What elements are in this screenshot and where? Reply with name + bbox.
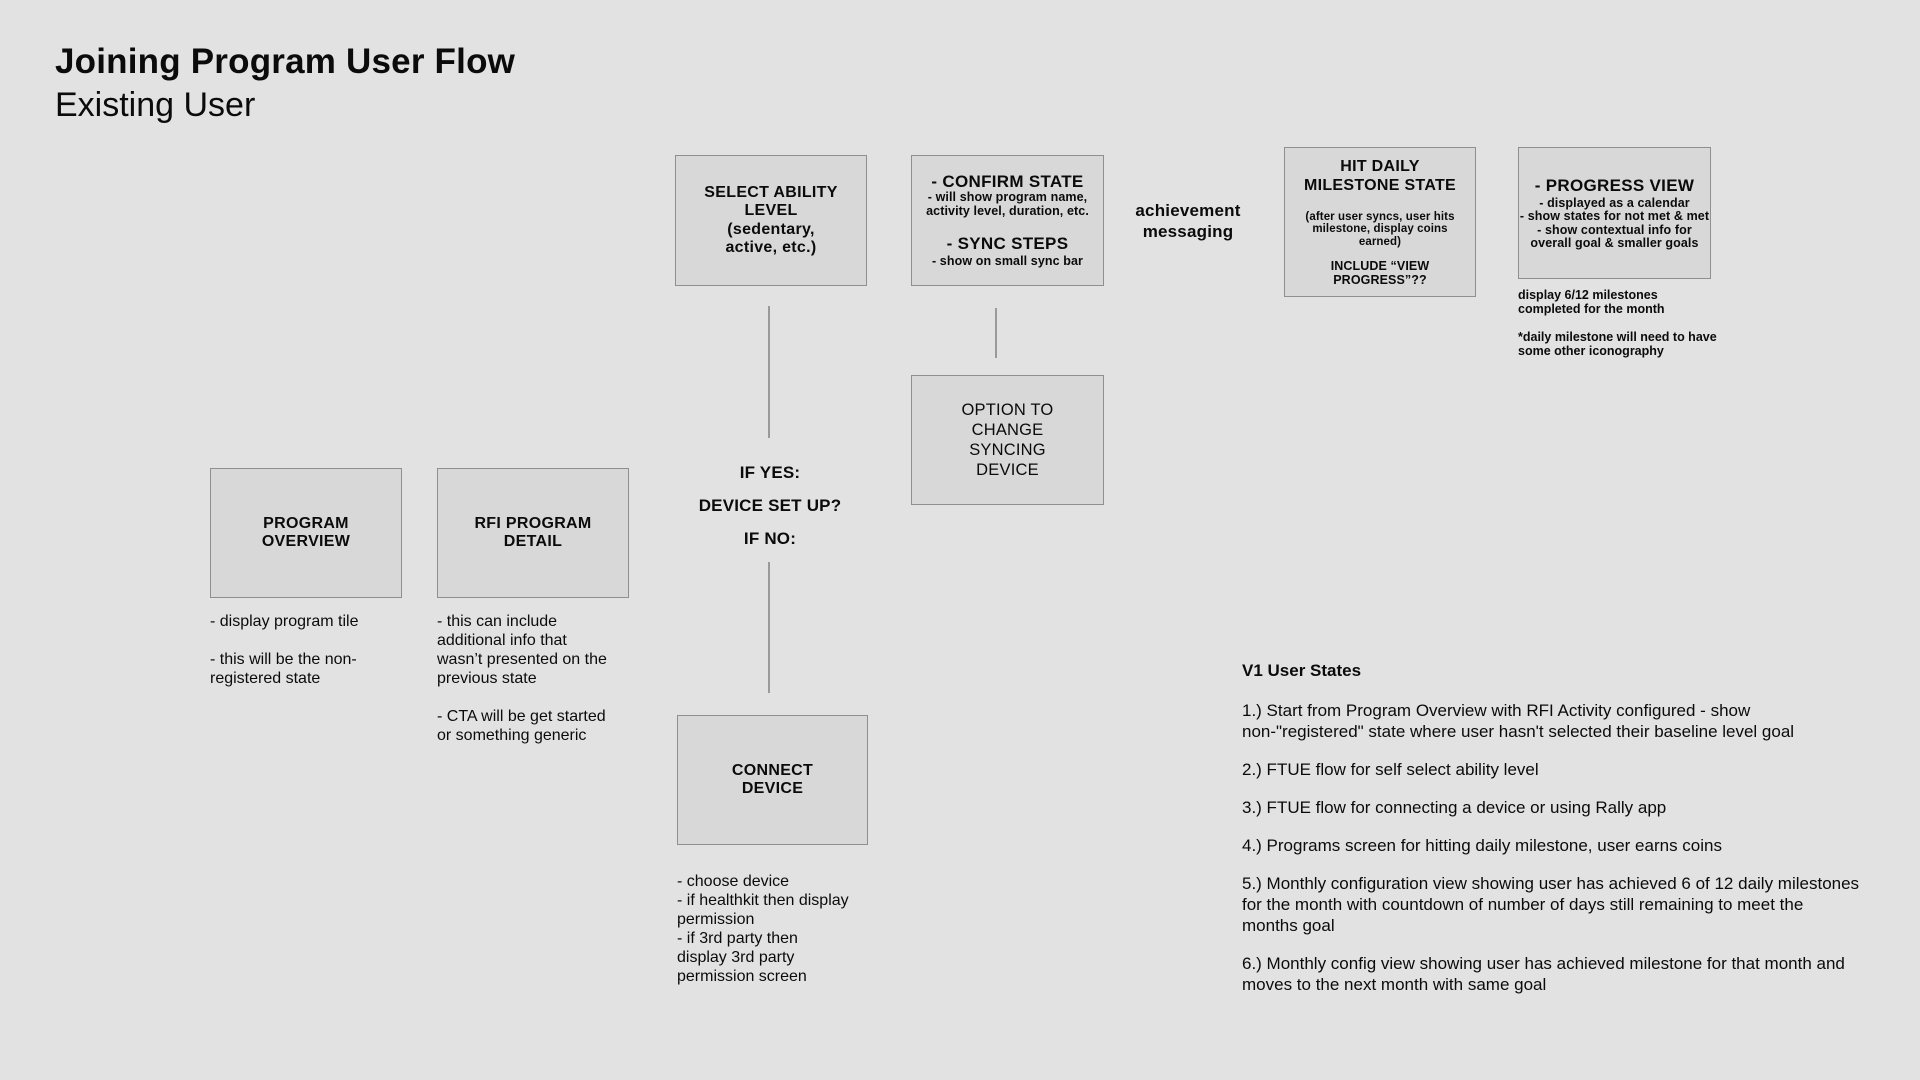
note-program-overview: - display program tile - this will be th… <box>210 613 359 687</box>
flow-node-label: PROGRAM OVERVIEW <box>261 514 351 551</box>
flow-node-subtext: (after user syncs, user hits milestone, … <box>1305 210 1455 248</box>
flow-node-progress-view: - PROGRESS VIEW - displayed as a calenda… <box>1518 147 1711 279</box>
flow-node-subtext: INCLUDE “VIEW PROGRESS”?? <box>1330 259 1430 287</box>
flow-node-subtext: - will show program name, activity level… <box>926 190 1089 218</box>
flow-node-program-overview: PROGRAM OVERVIEW <box>210 468 402 598</box>
user-state-item: 5.) Monthly configuration view showing u… <box>1242 874 1860 935</box>
v1-user-states: V1 User States 1.) Start from Program Ov… <box>1242 660 1920 1012</box>
achievement-messaging-label: achievement messaging <box>1135 201 1241 241</box>
flow-node-select-ability-level: SELECT ABILITY LEVEL (sedentary, active,… <box>675 155 867 286</box>
flow-node-confirm-state: - CONFIRM STATE - will show program name… <box>911 155 1104 286</box>
title-block: Joining Program User Flow Existing User <box>55 40 515 126</box>
page-title: Joining Program User Flow <box>55 42 516 81</box>
flow-node-title: - CONFIRM STATE <box>931 172 1084 192</box>
user-state-item: 4.) Programs screen for hitting daily mi… <box>1242 836 1722 855</box>
user-state-item: 3.) FTUE flow for connecting a device or… <box>1242 798 1667 817</box>
connector-line-confirm-to-option <box>995 308 997 358</box>
page-subtitle: Existing User <box>55 86 256 124</box>
flow-node-label: SELECT ABILITY LEVEL (sedentary, active,… <box>704 183 838 257</box>
connector-line-branch-to-connect <box>768 562 770 693</box>
flow-node-hit-daily-milestone: HIT DAILY MILESTONE STATE (after user sy… <box>1284 147 1476 297</box>
flow-node-label: RFI PROGRAM DETAIL <box>474 514 592 551</box>
user-state-item: 2.) FTUE flow for self select ability le… <box>1242 760 1539 779</box>
branch-if-no-label: IF NO: <box>743 529 797 548</box>
flow-node-title: - SYNC STEPS <box>946 234 1069 254</box>
branch-if-yes-label: IF YES: <box>739 463 801 482</box>
user-state-item: 1.) Start from Program Overview with RFI… <box>1242 701 1795 741</box>
flow-node-subtext: - displayed as a calendar - show states … <box>1519 195 1710 250</box>
device-setup-branch: IF YES: DEVICE SET UP? IF NO: <box>690 463 850 562</box>
user-state-item: 6.) Monthly config view showing user has… <box>1242 954 1845 994</box>
user-states-heading: V1 User States <box>1242 661 1362 680</box>
flow-node-title: - PROGRESS VIEW <box>1534 175 1695 195</box>
note-connect-device: - choose device - if healthkit then disp… <box>677 873 849 985</box>
flow-node-label: CONNECT DEVICE <box>731 761 814 798</box>
note-progress-view: display 6/12 milestones completed for th… <box>1518 288 1717 358</box>
flow-node-label: OPTION TO CHANGE SYNCING DEVICE <box>961 401 1054 479</box>
flow-node-title: HIT DAILY MILESTONE STATE <box>1303 157 1457 194</box>
flow-node-rfi-program-detail: RFI PROGRAM DETAIL <box>437 468 629 598</box>
flow-node-connect-device: CONNECT DEVICE <box>677 715 868 845</box>
flow-node-subtext: - show on small sync bar <box>931 254 1084 269</box>
flow-node-option-change-syncing-device: OPTION TO CHANGE SYNCING DEVICE <box>911 375 1104 505</box>
branch-question-label: DEVICE SET UP? <box>698 496 842 515</box>
note-rfi-program-detail: - this can include additional info that … <box>437 613 607 744</box>
connector-line-select-to-branch <box>768 306 770 438</box>
